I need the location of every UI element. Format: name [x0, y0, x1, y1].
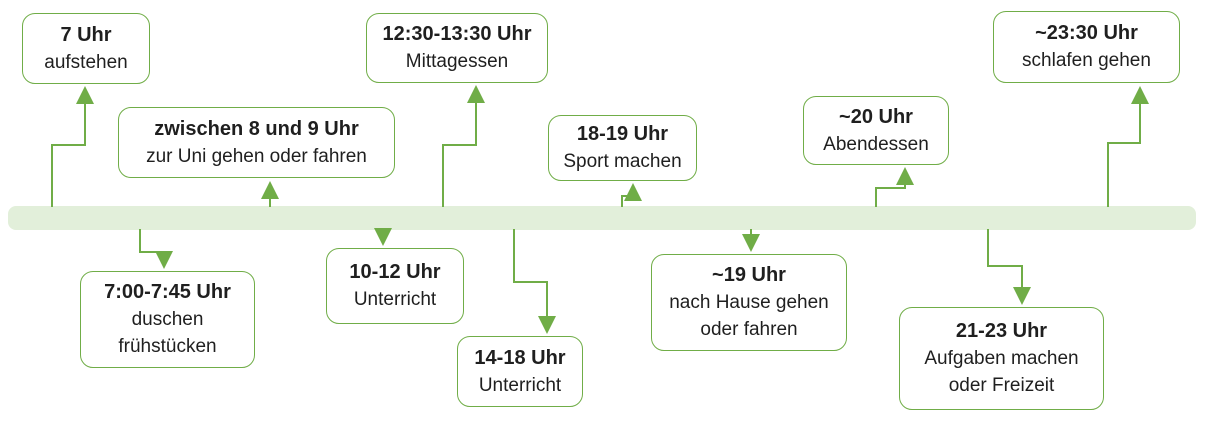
event-box-12-30-13-30-uhr: 12:30-13:30 Uhr Mittagessen	[366, 13, 548, 83]
event-activity: nach Hause gehen	[669, 292, 829, 313]
connector-arrow	[1107, 86, 1149, 207]
connector-arrow	[513, 229, 556, 334]
event-time: ~19 Uhr	[712, 264, 786, 286]
timeline-bar	[8, 206, 1196, 230]
event-activity: Abendessen	[823, 133, 929, 155]
event-box-10-12-uhr: 10-12 Uhr Unterricht	[326, 248, 464, 324]
event-box-21-23-uhr: 21-23 Uhr Aufgaben machen oder Freizeit	[899, 307, 1104, 410]
event-activity: aufstehen	[44, 51, 128, 73]
event-activity: zur Uni gehen oder fahren	[146, 145, 367, 167]
event-box-14-18-uhr: 14-18 Uhr Unterricht	[457, 336, 583, 407]
event-box-7-uhr: 7 Uhr aufstehen	[22, 13, 150, 84]
connector-arrow	[987, 229, 1031, 305]
event-activity: Unterricht	[353, 289, 437, 310]
event-time: 14-18 Uhr	[474, 346, 566, 369]
event-time: 7 Uhr	[60, 23, 112, 46]
event-box-zwischen-8-und-9-uhr: zwischen 8 und 9 Uhr zur Uni gehen oder …	[118, 107, 395, 178]
event-time: 21-23 Uhr	[955, 320, 1048, 342]
event-time: 12:30-13:30 Uhr	[382, 23, 532, 45]
event-box-7-00-7-45-uhr: 7:00-7:45 Uhr duschen frühstücken	[80, 271, 255, 368]
event-activity: oder fahren	[700, 319, 798, 340]
event-time: 10-12 Uhr	[349, 261, 441, 283]
event-box-20-uhr: ~20 Uhr Abendessen	[803, 96, 949, 165]
event-time: 18-19 Uhr	[576, 123, 669, 145]
event-box-23-30-uhr: ~23:30 Uhr schlafen gehen	[993, 11, 1180, 83]
event-time: 7:00-7:45 Uhr	[104, 281, 231, 303]
event-activity: Mittagessen	[405, 51, 509, 72]
event-activity: duschen	[131, 309, 204, 330]
event-activity: Sport machen	[563, 151, 682, 172]
connector-arrow	[51, 86, 94, 207]
event-activity: Aufgaben machen	[924, 348, 1079, 369]
event-activity: frühstücken	[118, 336, 217, 357]
connector-arrow	[621, 183, 642, 207]
event-box-19-uhr: ~19 Uhr nach Hause gehen oder fahren	[651, 254, 847, 351]
event-box-18-19-uhr: 18-19 Uhr Sport machen	[548, 115, 697, 181]
event-activity: Unterricht	[478, 374, 562, 396]
event-time: ~20 Uhr	[839, 105, 913, 128]
event-time: zwischen 8 und 9 Uhr	[154, 117, 359, 140]
connector-arrow	[875, 167, 914, 207]
event-activity: oder Freizeit	[948, 375, 1055, 396]
event-time: ~23:30 Uhr	[1035, 22, 1138, 44]
connector-arrow	[442, 85, 485, 207]
connector-arrow	[139, 229, 173, 269]
event-activity: schlafen gehen	[1022, 50, 1151, 71]
